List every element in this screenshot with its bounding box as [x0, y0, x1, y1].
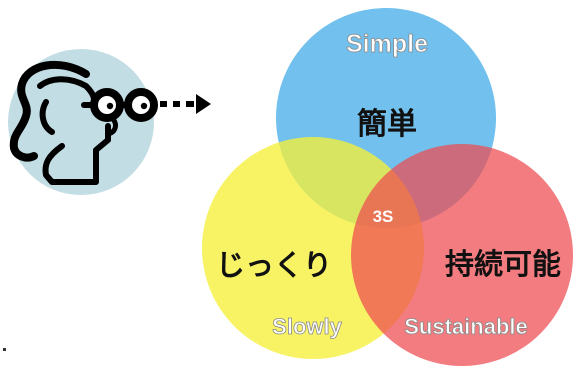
- venn-circle-sustainable: [351, 144, 573, 366]
- dashed-arrow-icon: [160, 94, 211, 114]
- label-sustainable-english: Sustainable: [404, 314, 527, 339]
- label-slowly-japanese: じっくり: [216, 248, 332, 282]
- label-simple-english: Simple: [346, 30, 428, 58]
- label-simple-japanese: 簡単: [357, 107, 417, 142]
- center-intersection-label: 3S: [373, 207, 394, 226]
- person-with-glasses-icon: [8, 49, 158, 195]
- label-slowly-english: Slowly: [272, 314, 342, 339]
- edge-mark: [3, 348, 6, 351]
- venn-circles: [202, 8, 573, 366]
- label-sustainable-japanese: 持続可能: [445, 247, 561, 281]
